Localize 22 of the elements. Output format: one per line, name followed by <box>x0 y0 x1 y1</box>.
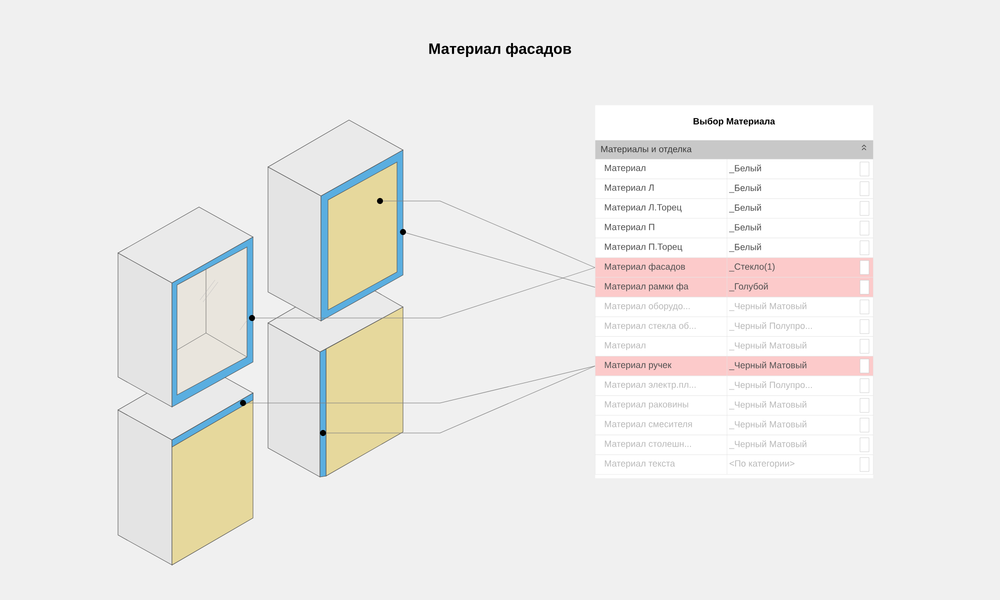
leader-line <box>406 232 596 288</box>
title: Материал фасадов <box>429 43 572 57</box>
table-row: Материал смесителя _Черный Матовый <box>595 414 874 436</box>
table-row: Материал Л _Белый <box>595 178 874 199</box>
table-row: Материал столешн... _Черный Матовый <box>595 434 874 455</box>
table-row: Материал ручек _Черный Матовый <box>595 356 874 376</box>
leader-line <box>326 366 596 434</box>
table-row: Материал оборудо... _Черный Матовый <box>595 296 874 317</box>
table-row: Материал П _Белый <box>595 218 874 238</box>
table-row: Материал Л.Торец _Белый <box>595 198 874 218</box>
table-row: Материал стекла об... _Черный Полупро... <box>595 316 874 337</box>
table-row: Материал фасадов _Стекло(1) <box>595 257 874 278</box>
table-row: Материал раковины _Черный Матовый <box>595 395 874 416</box>
table-row: Материал рамки фа _Голубой <box>595 277 874 298</box>
leader-line <box>254 267 596 318</box>
group-header: Материалы и отделка <box>595 140 874 160</box>
table-row: Материал П.Торец _Белый <box>595 238 874 258</box>
leader-line <box>382 200 596 268</box>
table-row: Материал _Белый <box>595 158 874 180</box>
table-row: Материал текста <По категории> <box>595 454 874 475</box>
table-row: Материал _Черный Матовый <box>595 336 874 356</box>
table-row: Материал электр.пл... _Черный Полупро... <box>595 376 874 396</box>
